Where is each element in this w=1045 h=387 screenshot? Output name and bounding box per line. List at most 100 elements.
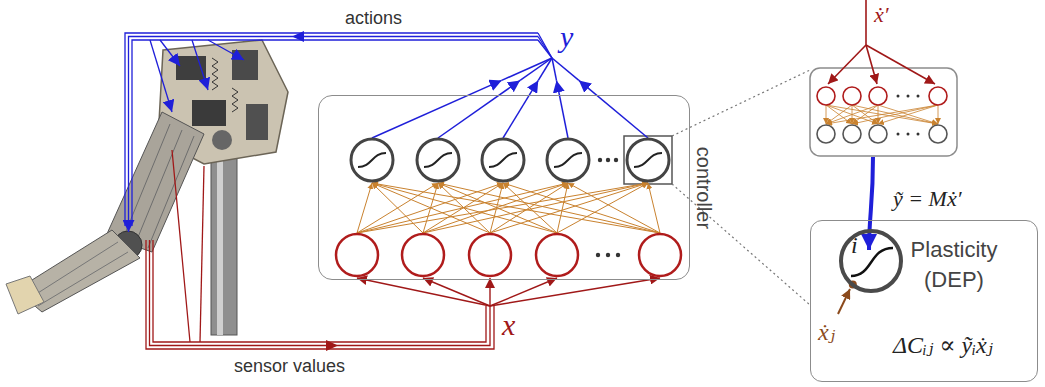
action-wire [208,40,244,60]
ellipsis-dot [606,253,610,257]
weight-line [826,105,852,124]
sensor-neuron [336,234,378,276]
sensor-neuron [469,234,511,276]
weight-line [357,183,648,233]
weight-line [357,183,503,233]
output-wire [579,80,648,138]
sensor-neuron [929,125,947,143]
action-wire [128,226,129,232]
weight-line [423,183,568,233]
sigmoid-curve [424,153,452,167]
weight-line [826,105,938,124]
weight-line [878,105,938,124]
weight-line [878,105,879,124]
weight-line [938,105,939,124]
model-output-arrow [869,157,873,250]
motor-neuron [547,139,589,181]
plasticity-title: Plasticity (DEP) [899,235,1009,294]
robot-motor [246,104,268,140]
robot-joint [212,130,232,150]
model-network-box [810,68,957,156]
ellipsis-dot [917,95,920,98]
signal-name: ẋⱼ [818,318,835,346]
weight-line [557,183,648,233]
robot-upper-arm [106,112,204,252]
sensor-wire [357,278,490,306]
output-wire [503,80,538,138]
sensor-neuron [869,87,887,105]
weight-line [878,105,938,124]
neuron-outline [839,229,903,293]
input-wire [865,0,867,45]
ellipsis-dot [917,133,920,136]
sensor-neuron [639,234,681,276]
sensor-wire [490,278,557,306]
weight-line [372,183,557,233]
robot-spring [212,58,218,90]
weight-line [438,183,557,233]
weight-line [438,183,660,233]
action-wire [160,40,180,66]
zoom-frame [624,136,672,184]
sensor-wire [489,278,490,306]
weight-line [826,105,852,124]
output-wire [556,80,568,138]
ellipsis-dot [897,133,900,136]
robot-arm-strut [124,124,194,248]
equation-label: ỹ = Mẋ′ [893,186,962,212]
sensor-wire [490,278,660,306]
weight-line [503,183,660,233]
signal-name: x [502,308,515,342]
neuron-index: i [851,232,858,259]
output-wire [520,58,552,80]
input-arrow [838,289,850,314]
signal-name: ẋ′ [874,2,889,28]
weight-line [826,105,878,124]
motor-neuron [351,139,393,181]
weight-line [826,105,827,124]
weight-line [357,183,438,233]
input-wire [866,45,935,84]
plasticity-rule: ΔCᵢⱼ ∝ ỹᵢẋⱼ [893,331,993,359]
sensor-neuron [843,125,861,143]
sensor-neuron [402,234,444,276]
output-wire [552,58,579,80]
robot-motor [192,100,226,126]
input-wire [828,45,866,84]
zoom-line [672,70,810,136]
action-wire [538,40,552,58]
action-wire [125,33,538,226]
action-wire [132,40,538,226]
ellipsis-dot [598,158,602,162]
action-wire [538,37,552,59]
sensor-wire [423,278,490,306]
ellipsis-dot [614,158,618,162]
controller-box: controller [318,95,690,280]
sensor-neuron [536,234,578,276]
controller-label: controller [692,146,715,228]
motor-neuron [417,139,459,181]
action-wire [538,33,552,58]
flow-label: sensor values [234,356,345,377]
neuron-circle: i [839,229,903,293]
robot-motor [232,50,258,80]
plasticity-box: Plasticity (DEP) ΔCᵢⱼ ∝ ỹᵢẋⱼ i [810,220,1038,382]
output-wire [372,80,502,138]
ellipsis-dot [907,95,910,98]
ellipsis-dot [606,158,610,162]
output-wire [538,58,552,80]
action-wire [192,40,208,90]
robot-arm [6,40,288,335]
weight-line [372,183,660,233]
flow-label: actions [345,8,402,29]
sigmoid-curve [634,153,662,167]
action-wire [129,37,539,227]
ellipsis-dot [897,95,900,98]
sensor-neuron [929,87,947,105]
motor-neuron [482,139,524,181]
sensor-wire [200,166,204,342]
sensor-neuron [817,87,835,105]
neuron-outline [841,231,901,291]
motor-neuron [627,139,669,181]
